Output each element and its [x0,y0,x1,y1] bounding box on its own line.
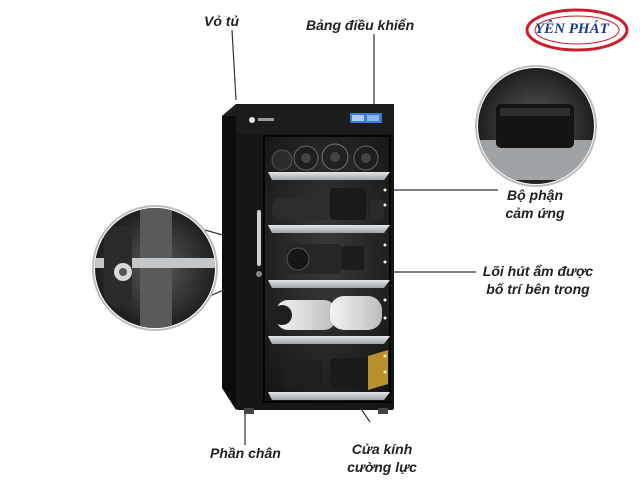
label-phan-chan: Phần chân [210,445,281,461]
led-strip [383,188,387,374]
display-segment [367,115,379,121]
shelf-3-camcorder [286,244,364,274]
label-bang-dieu-khien: Bảng điều khiển [306,17,415,33]
brand-logo [525,8,629,52]
zoom-desiccant-core [92,205,218,331]
label-bo-phan-cam-ung-line2: cảm ứng [505,205,565,221]
shelf-5-cameras [284,350,388,390]
label-cua-kinh-line2: cường lực [347,459,417,475]
shelf-2-camera [272,188,384,220]
logo-ring [525,8,629,52]
shelf-5 [268,392,390,400]
shelf-4-white-lenses [272,296,382,330]
label-bo-phan-cam-ung: Bộ phận cảm ứng [500,186,570,222]
display-highlight [352,115,364,121]
lock-icon [256,271,262,277]
shelf-1-lenses [271,143,379,171]
zoom-touch-sensor [475,65,597,187]
cabinet [222,104,394,414]
product-tag [368,350,388,390]
cabinet-side [222,104,236,410]
logo-text: YÊN PHÁT [535,21,609,37]
label-loi-hut-am: Lõi hút ẩm được bố trí bên trong [474,262,602,298]
door-handle [257,210,261,266]
foot-left [244,408,254,414]
shelf-3 [268,280,390,288]
shelf-2 [268,225,390,233]
brand-mark [258,118,274,121]
shelf-4 [268,336,390,344]
label-loi-hut-am-line2: bố trí bên trong [486,281,590,297]
label-vo-tu: Vỏ tủ [204,13,239,29]
label-cua-kinh-line1: Cửa kính [351,441,413,457]
shelves [268,172,390,400]
label-loi-hut-am-line1: Lõi hút ẩm được [482,263,594,279]
leader-vo-tu [231,29,237,101]
foot-right [378,408,388,414]
brand-badge-icon [249,117,255,123]
label-cua-kinh: Cửa kính cường lực [340,440,424,476]
label-bo-phan-cam-ung-line1: Bộ phận [507,187,563,203]
shelf-1 [268,172,390,180]
